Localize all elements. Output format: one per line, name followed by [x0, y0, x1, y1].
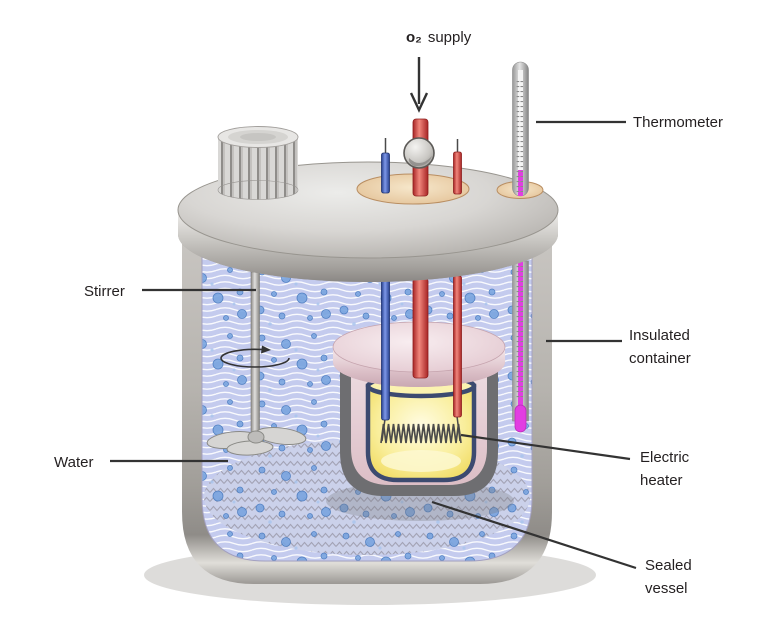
- leader-line-sealed-vessel: [431, 500, 637, 570]
- rotation-arrow-icon: [220, 348, 290, 368]
- stirrer-propeller: [206, 426, 307, 456]
- label-sealed-vessel: Sealed vessel: [645, 557, 692, 597]
- label-thermometer: Thermometer: [633, 114, 724, 131]
- electrode-blue-lower: [381, 277, 390, 421]
- label-water: Water: [54, 454, 94, 471]
- thermometer-upper: [512, 61, 529, 197]
- label-insulated-container: Insulated container: [629, 327, 691, 367]
- electrode-red-upper: [453, 151, 462, 195]
- electric-heater-coil: [380, 423, 462, 444]
- electrode-red-lower: [453, 275, 462, 418]
- thermometer-lower: [512, 260, 529, 433]
- oxygen-valve-flap: [408, 156, 432, 167]
- label-stirrer: Stirrer: [84, 283, 125, 300]
- sealed-vessel-lid-rim: [333, 347, 505, 387]
- leader-line-electric-heater: [460, 433, 631, 461]
- container-lid-rim: [178, 210, 558, 282]
- o2-arrow-head-icon: [409, 92, 429, 113]
- oxygen-tube-lower: [412, 277, 429, 379]
- sample-cup-bottom-highlight: [381, 450, 461, 472]
- stirrer-shaft: [250, 271, 260, 445]
- label-o2-supply: o₂ supply: [406, 26, 471, 49]
- stirrer-motor-cap: [217, 126, 299, 200]
- o2-symbol: o₂: [406, 29, 422, 46]
- o2-supply-word: supply: [427, 29, 472, 46]
- label-electric-heater: Electric heater: [640, 449, 690, 489]
- thermometer-bulb: [514, 404, 527, 433]
- electrode-blue-upper: [381, 152, 390, 194]
- rotation-arrow-head: [261, 345, 271, 354]
